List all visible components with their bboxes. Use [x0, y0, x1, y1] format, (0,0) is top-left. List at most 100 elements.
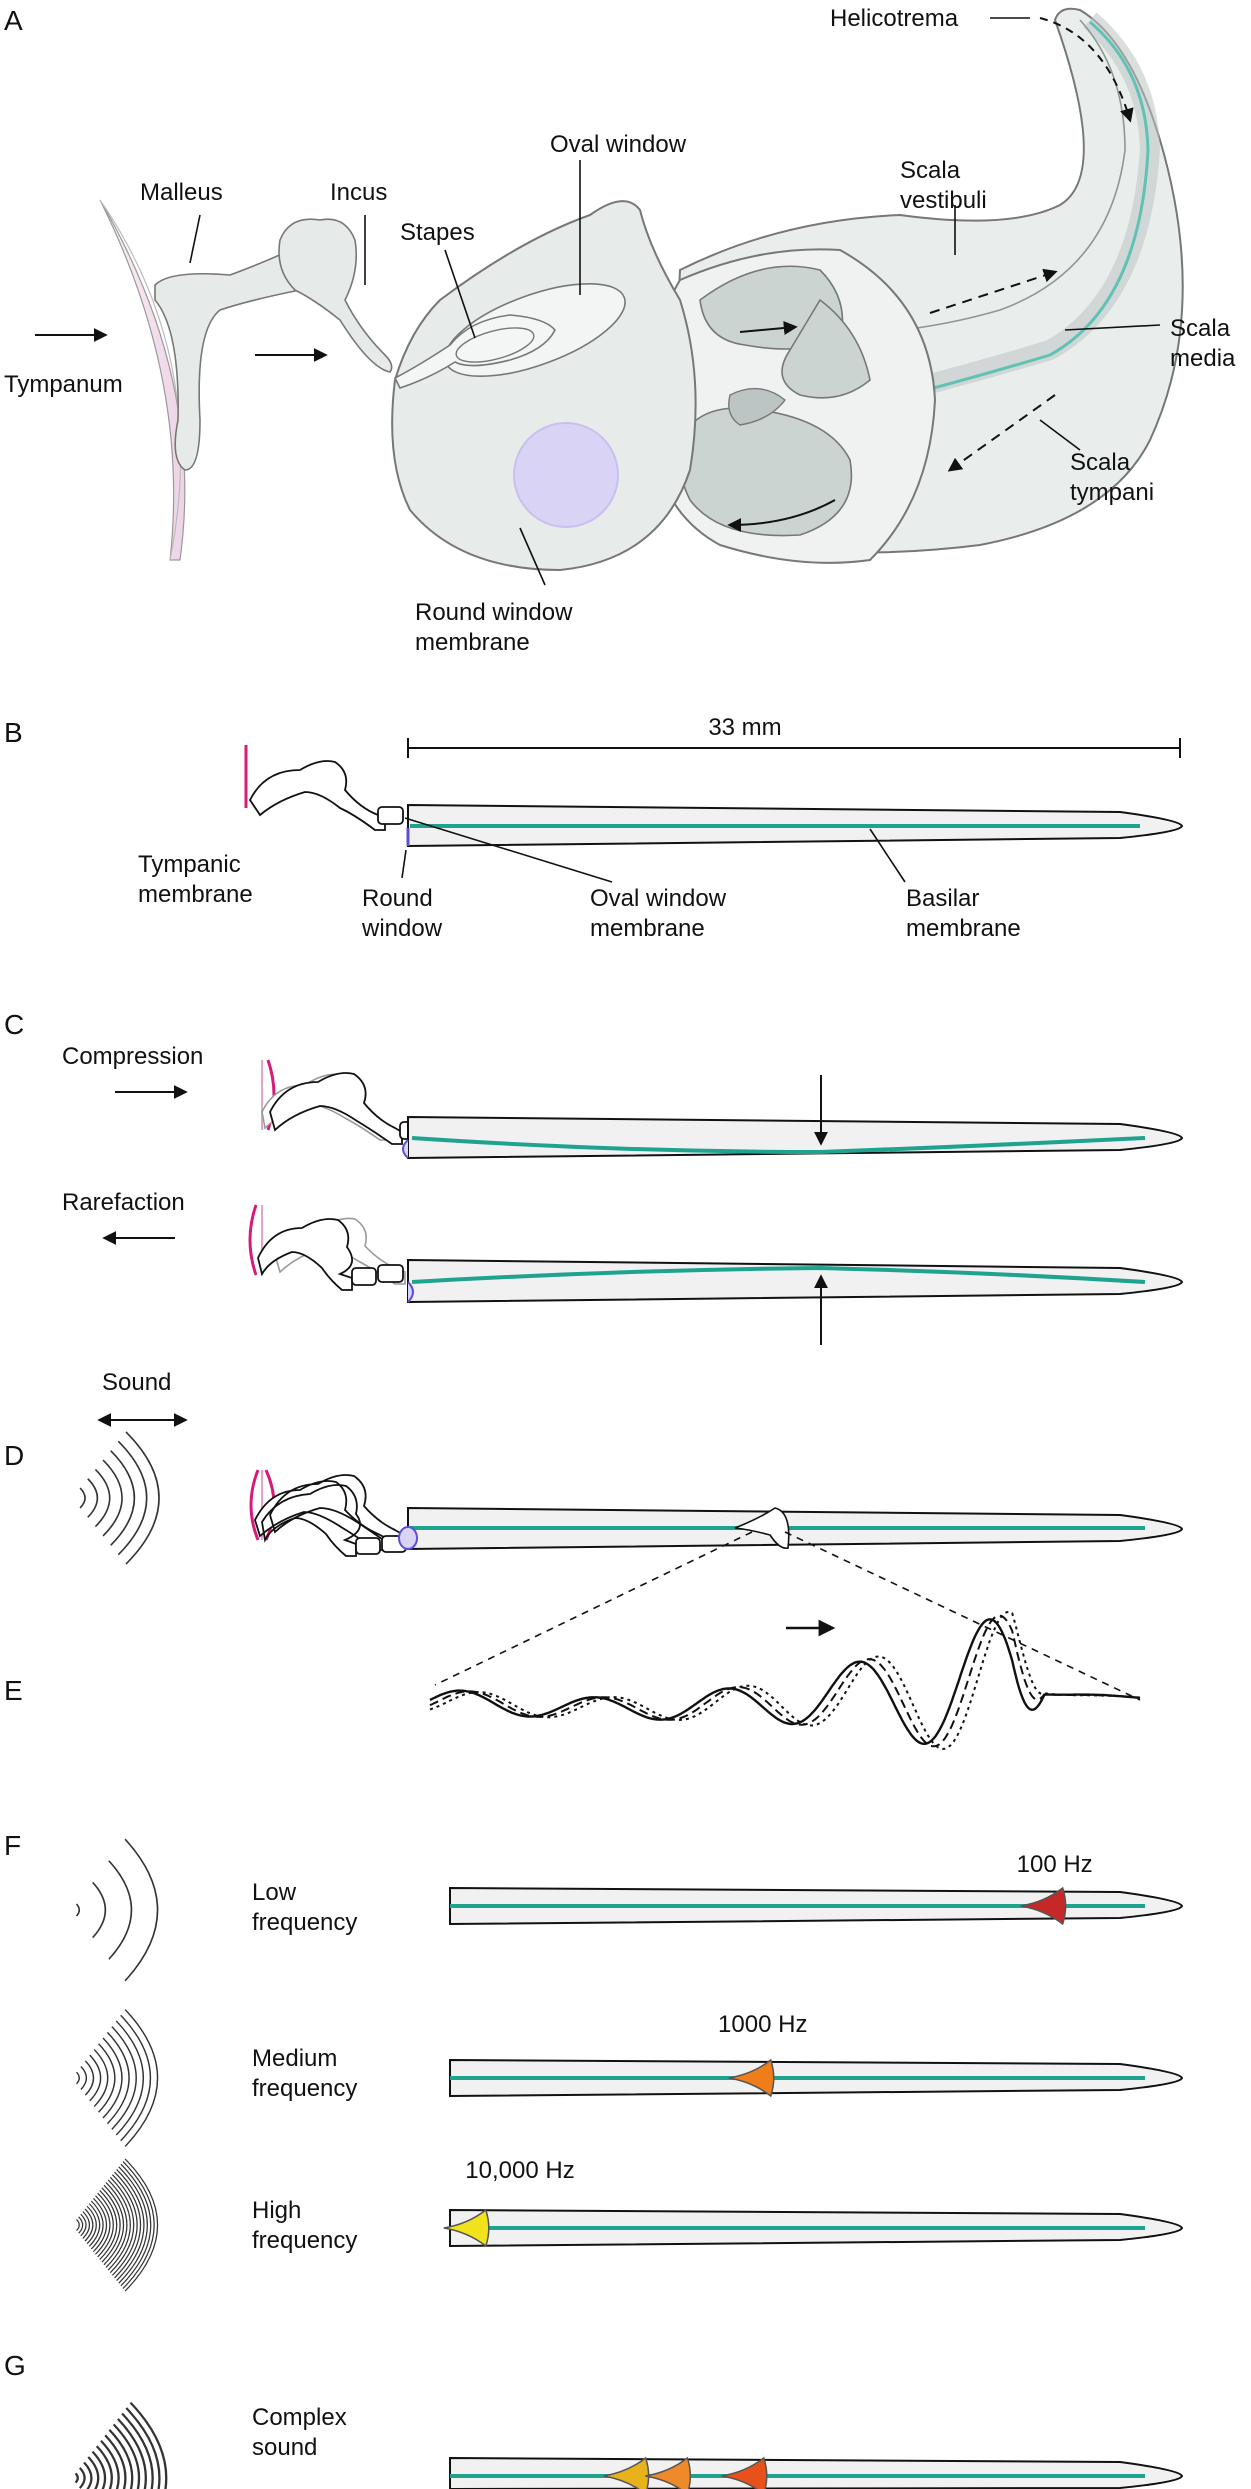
label-low-1: Low: [252, 1879, 297, 1906]
sound-wave-arc: [87, 2456, 100, 2489]
stapes-box-b: [377, 806, 404, 825]
sound-wave-arc: [78, 2467, 86, 2489]
sound-wave-arc: [99, 2190, 118, 2260]
leader-round-window-b: [401, 849, 407, 879]
malleus-shape: [154, 233, 324, 471]
label-scala-media-2: media: [1170, 345, 1236, 372]
sound-wave-arc: [121, 2412, 154, 2489]
label-helicotrema: Helicotrema: [830, 5, 959, 32]
section-chamber-inner: [728, 387, 786, 426]
label-oval-1: Oval window: [590, 885, 727, 912]
sound-wave-arc: [124, 2009, 159, 2147]
label-high-1: High: [252, 2197, 301, 2224]
sound-wave-arc: [95, 2445, 113, 2489]
panel-label-e: E: [4, 1675, 23, 1706]
panel-label-a: A: [4, 5, 23, 36]
frequency-row-high: High frequency 10,000 Hz: [76, 2157, 1184, 2292]
panel-c: C Compression Rarefaction: [4, 1009, 1184, 1345]
panel-label-c: C: [4, 1009, 24, 1040]
panel-e: E: [4, 1610, 1141, 1750]
label-low-2: frequency: [252, 1909, 357, 1936]
round-window-bulge-d: [398, 1526, 418, 1550]
sound-wave-arc: [91, 2450, 106, 2489]
traveling-wave-solid: [429, 1618, 1141, 1745]
label-oval-window: Oval window: [550, 131, 687, 158]
tympanic-membrane-c2: [248, 1204, 258, 1276]
label-medium-2: frequency: [252, 2075, 357, 2102]
label-scala-media-1: Scala: [1170, 315, 1231, 342]
basilar-membrane-c2: [411, 1265, 1146, 1284]
sound-wave-arc: [104, 2434, 127, 2489]
sound-wave-arc: [122, 2161, 155, 2289]
label-incus: Incus: [330, 179, 387, 206]
sound-wave-arc: [101, 2187, 121, 2263]
sound-wave-icon-complex: [74, 2401, 168, 2489]
leader-malleus: [189, 214, 201, 264]
peak-marker-complex-2: [645, 2456, 692, 2489]
label-scala-tympani-2: tympani: [1070, 479, 1154, 506]
ossicle-chain-b: [248, 760, 386, 831]
sound-wave-arc: [84, 2208, 94, 2242]
sound-wave-arc: [124, 2158, 158, 2292]
helicotrema-flow-arrow: [1039, 17, 1134, 123]
label-scala-vestibuli-1: Scala: [900, 157, 961, 184]
label-complex-1: Complex: [252, 2404, 347, 2431]
label-round-window-1: Round window: [415, 599, 573, 626]
frequency-row-medium: Medium frequency 1000 Hz: [75, 2009, 1184, 2147]
sound-wave-arc: [116, 2169, 145, 2281]
traveling-wave-dashed: [429, 1614, 1141, 1748]
sound-wave-arc: [76, 2218, 80, 2232]
ossicle-chain-d2: [269, 1474, 403, 1547]
label-sound: Sound: [102, 1369, 171, 1396]
tympanic-membrane-d-a: [249, 1469, 260, 1541]
stapes-footplate: [455, 327, 535, 363]
sound-wave-arc: [115, 2020, 145, 2136]
sound-wave-arc: [74, 2472, 79, 2484]
frequency-row-low: Low frequency 100 Hz: [75, 1838, 1184, 1982]
tympanum-surface: [99, 199, 182, 561]
label-rarefaction: Rarefaction: [62, 1189, 185, 1216]
sound-wave-icon-d: [79, 1431, 160, 1565]
zoom-line-left: [434, 1531, 753, 1686]
sound-wave-arc: [124, 1838, 159, 1982]
sound-wave-icon-low: [75, 1838, 159, 1982]
label-scala-vestibuli-2: vestibuli: [900, 187, 987, 214]
panel-label-d: D: [4, 1440, 24, 1471]
sound-wave-arc: [103, 2184, 124, 2266]
label-round-window-2: membrane: [415, 629, 530, 656]
leader-scala-tympani: [1039, 419, 1081, 451]
label-hz-low: 100 Hz: [1017, 1851, 1093, 1878]
sound-wave-arc: [88, 2203, 101, 2247]
panel-d: D Sound: [4, 1369, 1184, 1701]
label-basilar-2: membrane: [906, 915, 1021, 942]
sound-wave-arc: [125, 1431, 160, 1565]
vestibule-arrow: [739, 321, 798, 335]
sound-wave-arc: [117, 1440, 148, 1556]
scala-tympani-return-arrow: [727, 499, 836, 532]
sound-wave-arc: [84, 2060, 95, 2096]
panel-f: F Low frequency 100 Hz Medium frequency …: [4, 1830, 1184, 2292]
sound-wave-arc: [89, 2054, 102, 2102]
label-tympanum: Tympanum: [4, 371, 123, 398]
traveling-wave-dotted: [429, 1610, 1141, 1750]
vestibuli-flow-arrow: [929, 268, 1058, 314]
panel-g: G Complex sound: [4, 2350, 1184, 2489]
sound-wave-arc: [93, 2048, 109, 2108]
stapes-box-d1: [355, 1537, 381, 1555]
basilar-membrane-c1: [411, 1136, 1146, 1155]
ossicle-chain-d3: [261, 1484, 361, 1557]
label-basilar-1: Basilar: [906, 885, 979, 912]
section-chamber-middle: [781, 298, 871, 399]
ossicle-chain-c1: [269, 1072, 403, 1145]
stapes-box-c2: [351, 1267, 377, 1286]
round-window-membrane-shape: [513, 422, 619, 528]
sound-wave-arc: [79, 1487, 86, 1509]
label-tympanic-1: Tympanic: [138, 851, 241, 878]
label-length: 33 mm: [708, 714, 781, 741]
sound-wave-arc: [110, 1450, 135, 1546]
sound-wave-arc: [111, 2174, 138, 2276]
panel-a: A: [4, 5, 1236, 656]
label-oval-2: membrane: [590, 915, 705, 942]
label-high-2: frequency: [252, 2227, 357, 2254]
sound-wave-arc: [118, 2166, 148, 2284]
